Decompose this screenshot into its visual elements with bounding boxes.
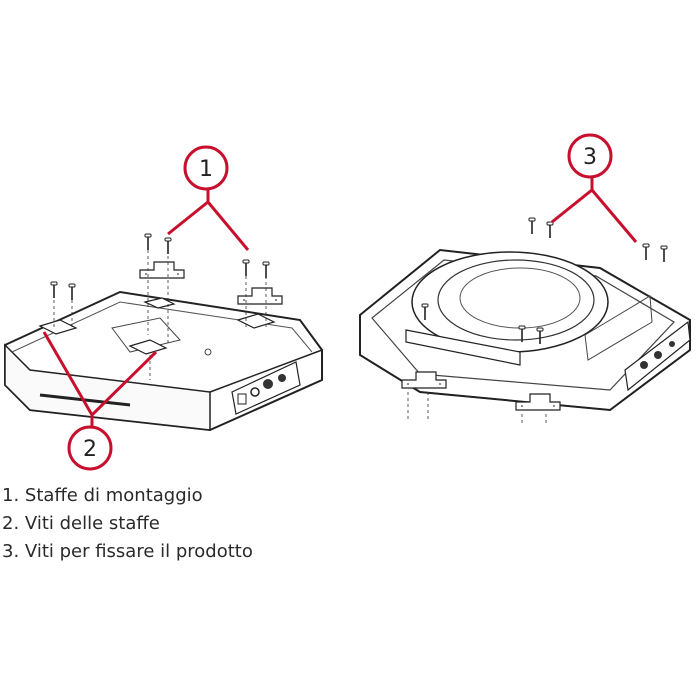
callout-2-number: 2 bbox=[83, 437, 97, 462]
legend-item-1: 1. Staffe di montaggio bbox=[2, 485, 203, 506]
legend-item-3: 3. Viti per fissare il prodotto bbox=[2, 541, 253, 562]
callout-1-number: 1 bbox=[199, 157, 213, 182]
legend: 1. Staffe di montaggio 2. Viti delle sta… bbox=[2, 482, 253, 566]
subwoofer-bottom-view bbox=[4, 233, 323, 432]
callout-3-number: 3 bbox=[583, 145, 597, 170]
subwoofer-top-view bbox=[359, 217, 691, 425]
callout-3: 3 bbox=[551, 133, 638, 243]
callout-2: 2 bbox=[42, 331, 158, 471]
callout-1: 1 bbox=[167, 145, 250, 251]
legend-item-2: 2. Viti delle staffe bbox=[2, 513, 160, 534]
